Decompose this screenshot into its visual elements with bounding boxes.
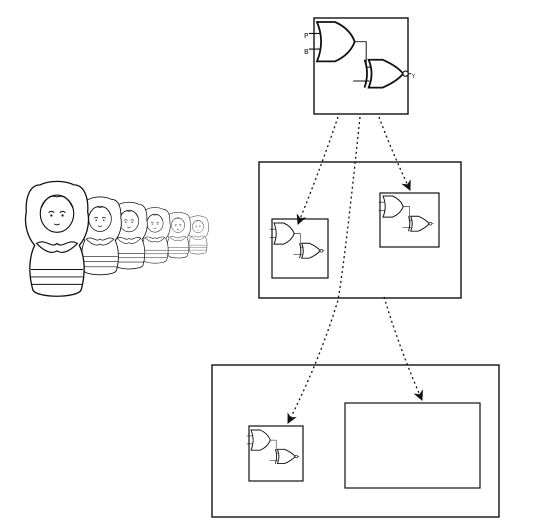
arrow-top-to-middle-right [378, 116, 411, 191]
arrow-middle-to-bottom-right [383, 296, 423, 401]
matryoshka-dolls-icon [24, 180, 209, 297]
bottom-box [211, 364, 500, 518]
arrow-top-to-middle-left [296, 116, 339, 225]
top-gate-box: P B Y [304, 17, 416, 115]
arrow-top-to-bottom-left [287, 116, 361, 424]
output-label-y: Y [411, 74, 416, 80]
input-label-b: B [304, 48, 309, 56]
input-label-p: P [304, 32, 308, 40]
middle-box [258, 161, 462, 299]
expansion-arrows [287, 116, 423, 424]
bottom-inner-box-right [344, 402, 481, 489]
